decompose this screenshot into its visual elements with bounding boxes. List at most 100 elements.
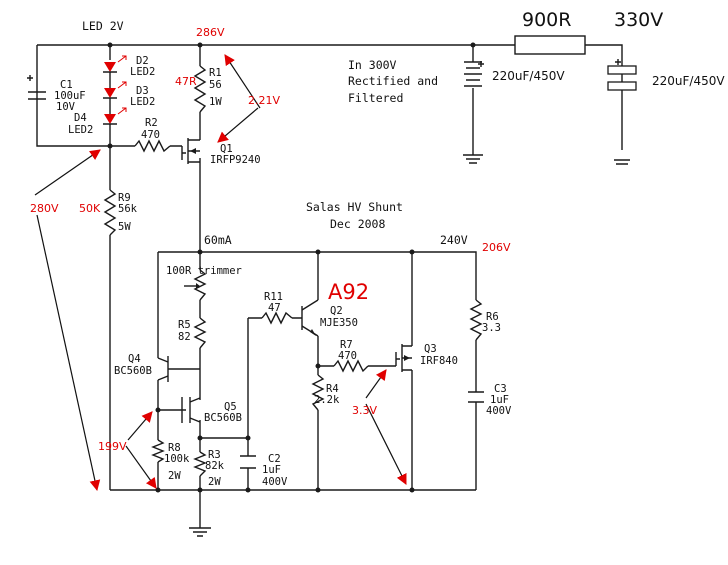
r3-name: R3 bbox=[208, 449, 221, 461]
r4-value: 2.2k bbox=[314, 394, 340, 406]
r2-value: 470 bbox=[141, 129, 160, 141]
d3-value: LED2 bbox=[130, 96, 155, 108]
q5-emitter-wire bbox=[199, 420, 248, 452]
r8-resistor bbox=[151, 439, 165, 463]
c3-capacitor bbox=[468, 391, 484, 403]
voltage-33-label: 3.3V bbox=[352, 404, 377, 417]
d2-name: D2 bbox=[136, 55, 149, 67]
c1-voltage: 10V bbox=[56, 101, 76, 113]
r6-resistor bbox=[469, 299, 483, 341]
c2-r11-wire bbox=[247, 317, 302, 490]
output-capacitor bbox=[607, 59, 637, 165]
q1-value: IRFP9240 bbox=[210, 154, 261, 166]
q2-name: Q2 bbox=[330, 305, 343, 317]
r6-name: R6 bbox=[486, 311, 499, 323]
r1-note: 47R bbox=[175, 75, 197, 88]
c3-value: 1uF bbox=[490, 394, 509, 406]
r3-value: 82k bbox=[205, 460, 225, 472]
c1-name: C1 bbox=[60, 79, 73, 91]
c2-capacitor bbox=[240, 455, 256, 469]
c2-name: C2 bbox=[268, 453, 281, 465]
r7-name: R7 bbox=[340, 339, 353, 351]
q4-transistor bbox=[157, 356, 200, 382]
r2-name: R2 bbox=[145, 117, 158, 129]
c2-value: 1uF bbox=[262, 464, 281, 476]
q3-value: IRF840 bbox=[420, 355, 458, 367]
r5-value: 82 bbox=[178, 331, 191, 343]
r5-resistor bbox=[193, 317, 207, 349]
q4-name: Q4 bbox=[128, 353, 141, 365]
q3-mosfet bbox=[395, 344, 413, 388]
output-cap-label: 220uF/450V bbox=[652, 74, 725, 88]
input-line3: Filtered bbox=[348, 91, 403, 105]
r9-note: 50K bbox=[79, 202, 101, 215]
input-line2: Rectified and bbox=[348, 74, 438, 88]
r2-resistor bbox=[134, 139, 171, 153]
r3-wattage: 2W bbox=[208, 476, 221, 488]
r9-resistor bbox=[103, 189, 117, 236]
r8-wattage: 2W bbox=[168, 470, 181, 482]
r9-wattage: 5W bbox=[118, 221, 131, 233]
r11-value: 47 bbox=[268, 302, 281, 314]
q4-value: BC560B bbox=[114, 365, 152, 377]
voltage-280-label: 280V bbox=[30, 202, 59, 215]
junction-dots bbox=[107, 42, 476, 493]
r9-name: R9 bbox=[118, 192, 131, 204]
r11-name: R11 bbox=[264, 291, 283, 303]
r6-value: 3.3 bbox=[482, 322, 501, 334]
voltage-206-label: 206V bbox=[482, 241, 511, 254]
r7-value: 470 bbox=[338, 350, 357, 362]
input-line1: In 300V bbox=[348, 58, 397, 72]
q5-value: BC560B bbox=[204, 412, 242, 424]
r1-name: R1 bbox=[209, 67, 222, 79]
led-string bbox=[103, 55, 127, 132]
input-capacitor bbox=[463, 61, 484, 164]
led-loop-left-wire bbox=[36, 45, 110, 147]
q2-transistor bbox=[301, 299, 319, 337]
current-60ma-label: 60mA bbox=[204, 233, 232, 247]
a92-label: A92 bbox=[328, 280, 369, 304]
voltage-286-label: 286V bbox=[196, 26, 225, 39]
title-line2: Dec 2008 bbox=[330, 217, 385, 231]
r5-name: R5 bbox=[178, 319, 191, 331]
r1-resistor bbox=[193, 65, 207, 113]
r8-name: R8 bbox=[168, 442, 181, 454]
input-cap-label: 220uF/450V bbox=[492, 69, 565, 83]
r4-name: R4 bbox=[326, 383, 339, 395]
trimmer-resistor bbox=[184, 269, 207, 301]
d3-name: D3 bbox=[136, 85, 149, 97]
title-line1: Salas HV Shunt bbox=[306, 200, 403, 214]
c1-value: 100uF bbox=[54, 90, 86, 102]
r11-resistor bbox=[261, 311, 293, 325]
q5-name: Q5 bbox=[224, 401, 237, 413]
q1-mosfet bbox=[181, 138, 200, 164]
c2-voltage: 400V bbox=[262, 476, 288, 488]
annotation-arrows bbox=[34, 54, 407, 492]
r9-value: 56k bbox=[118, 203, 138, 215]
r7-resistor bbox=[333, 359, 369, 373]
c3-voltage: 400V bbox=[486, 405, 512, 417]
voltage-199-label: 199V bbox=[98, 440, 127, 453]
q3-name: Q3 bbox=[424, 343, 437, 355]
q5-transistor bbox=[181, 397, 201, 423]
q2-value: MJE350 bbox=[320, 317, 358, 329]
r3-resistor bbox=[193, 451, 207, 477]
trimmer-label: 100R trimmer bbox=[166, 265, 242, 277]
c1-capacitor bbox=[27, 75, 46, 100]
resistor-900r bbox=[514, 35, 586, 55]
voltage-240-label: 240V bbox=[440, 233, 468, 247]
r8-value: 100k bbox=[164, 453, 190, 465]
resistor-900r-label: 900R bbox=[522, 9, 571, 31]
ground-symbol bbox=[189, 527, 211, 537]
q1-name: Q1 bbox=[220, 143, 233, 155]
d4-value: LED2 bbox=[68, 124, 93, 136]
supply-rail-wire bbox=[158, 251, 477, 490]
voltage-330-label: 330V bbox=[614, 9, 663, 31]
output-wire bbox=[585, 44, 623, 150]
r1-value: 56 bbox=[209, 79, 222, 91]
voltage-221-label: 2.21V bbox=[248, 94, 280, 107]
c3-name: C3 bbox=[494, 383, 507, 395]
r1-wattage: 1W bbox=[209, 96, 222, 108]
